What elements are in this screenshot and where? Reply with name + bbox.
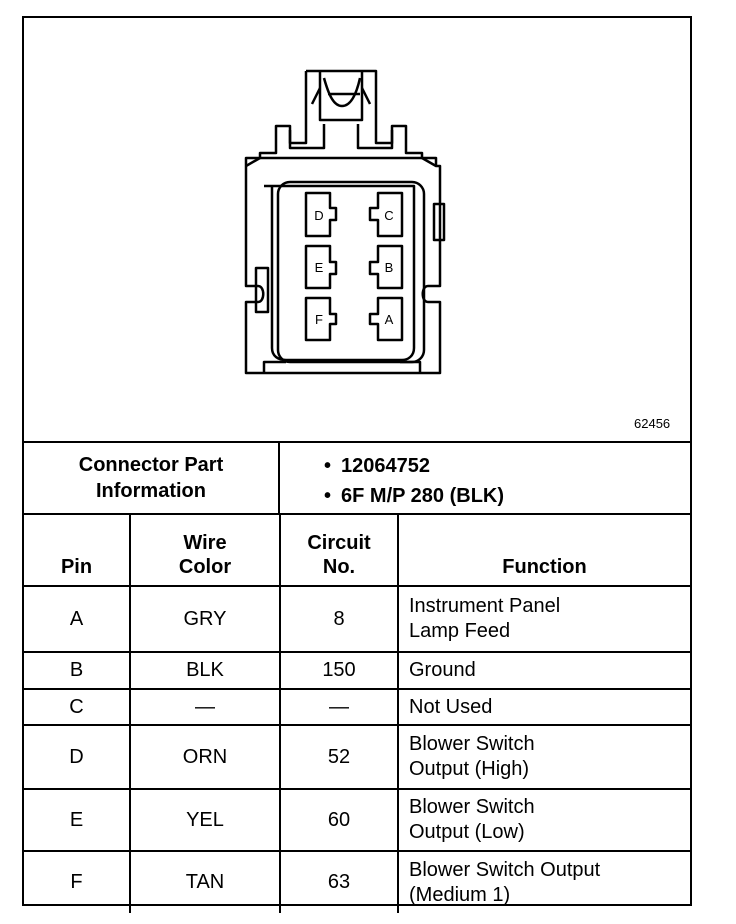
- table-row: D ORN 52 Blower Switch Output (High): [24, 724, 690, 790]
- part-number: 12064752: [324, 451, 504, 481]
- pin-label-b: B: [385, 260, 394, 275]
- cell-circuit-no: 8: [279, 585, 399, 653]
- table-row: F TAN 63 Blower Switch Output (Medium 1): [24, 850, 690, 913]
- pin-label-e: E: [315, 260, 324, 275]
- cell-pin: E: [24, 788, 131, 852]
- cell-function: Blower Switch Output (Low): [397, 788, 690, 852]
- cell-function: Blower Switch Output (High): [397, 724, 690, 790]
- table-row: E YEL 60 Blower Switch Output (Low): [24, 788, 690, 852]
- part-info-list: 12064752 6F M/P 280 (BLK): [324, 451, 504, 511]
- cell-wire-color: YEL: [129, 788, 281, 852]
- cell-pin: C: [24, 688, 131, 726]
- table-row: A GRY 8 Instrument Panel Lamp Feed: [24, 585, 690, 653]
- document-frame: D E F C B A 62456 Connector Part Informa…: [22, 16, 692, 913]
- header-function: Function: [397, 515, 690, 587]
- header-pin: Pin: [24, 515, 131, 587]
- cell-wire-color: TAN: [129, 850, 281, 913]
- figure-number: 62456: [634, 416, 671, 431]
- cell-function: Ground: [397, 651, 690, 690]
- table-row: C — — Not Used: [24, 688, 690, 726]
- cell-function: Blower Switch Output (Medium 1): [397, 850, 690, 913]
- table-row: B BLK 150 Ground: [24, 651, 690, 690]
- cell-wire-color: ORN: [129, 724, 281, 790]
- header-circuit-no: Circuit No.: [279, 515, 399, 587]
- part-description: 6F M/P 280 (BLK): [324, 481, 504, 511]
- cell-wire-color: —: [129, 688, 281, 726]
- cell-circuit-no: 150: [279, 651, 399, 690]
- pin-label-d: D: [314, 208, 323, 223]
- pin-label-c: C: [384, 208, 393, 223]
- connector-part-info: Connector Part Information 12064752 6F M…: [24, 441, 690, 515]
- cell-circuit-no: —: [279, 688, 399, 726]
- cell-pin: A: [24, 585, 131, 653]
- pin-label-f: F: [315, 312, 323, 327]
- cell-wire-color: GRY: [129, 585, 281, 653]
- connector-diagram: D E F C B A 62456: [24, 18, 690, 441]
- cell-wire-color: BLK: [129, 651, 281, 690]
- pin-table: Pin Wire Color Circuit No. Function A GR…: [24, 515, 690, 913]
- cell-circuit-no: 52: [279, 724, 399, 790]
- part-info-label: Connector Part Information: [24, 443, 280, 513]
- pin-table-header: Pin Wire Color Circuit No. Function: [24, 515, 690, 587]
- cell-circuit-no: 60: [279, 788, 399, 852]
- cell-function: Not Used: [397, 688, 690, 726]
- header-wire-color: Wire Color: [129, 515, 281, 587]
- pin-label-a: A: [385, 312, 394, 327]
- cell-pin: D: [24, 724, 131, 790]
- connector-drawing: D E F C B A: [244, 69, 446, 375]
- cell-circuit-no: 63: [279, 850, 399, 913]
- cell-pin: B: [24, 651, 131, 690]
- cell-pin: F: [24, 850, 131, 913]
- cell-function: Instrument Panel Lamp Feed: [397, 585, 690, 653]
